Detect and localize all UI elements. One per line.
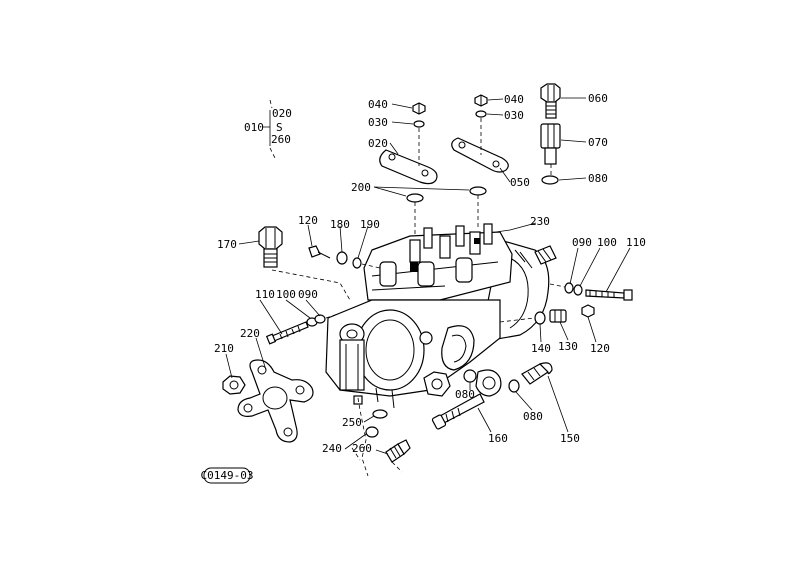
part-plate-220[interactable] xyxy=(237,359,314,443)
part-washer-200-left[interactable] xyxy=(406,193,424,203)
callout-060: 060 xyxy=(588,92,608,105)
range-sep: S xyxy=(276,121,283,134)
callout-210: 210 xyxy=(214,342,234,355)
part-washer-080-top[interactable] xyxy=(541,175,559,185)
injection-pump-body xyxy=(325,223,557,409)
part-washer-080-low[interactable] xyxy=(508,379,520,393)
part-washer-140[interactable] xyxy=(534,311,546,325)
callout-120-top: 120 xyxy=(298,214,318,227)
part-washer-200-right[interactable] xyxy=(469,186,487,196)
callout-100-left: 100 xyxy=(276,288,296,301)
callout-110-left: 110 xyxy=(255,288,275,301)
part-washer-180[interactable] xyxy=(336,251,348,265)
drawing-code: C0149-03 xyxy=(201,469,254,482)
callout-160: 160 xyxy=(488,432,508,445)
callout-140: 140 xyxy=(531,342,551,355)
delivery-valve-holders xyxy=(409,223,493,272)
callout-120-right: 120 xyxy=(590,342,610,355)
part-fitting-240[interactable] xyxy=(385,439,411,463)
callout-130: 130 xyxy=(558,340,578,353)
part-nut-040-right[interactable] xyxy=(474,94,488,107)
callout-260: 260 xyxy=(352,442,372,455)
callout-080-mid: 080 xyxy=(455,388,475,401)
leader-lines xyxy=(225,97,631,455)
callout-250: 250 xyxy=(342,416,362,429)
part-fitting-130[interactable] xyxy=(549,309,567,323)
callout-080-low: 080 xyxy=(523,410,543,423)
part-fitting-070[interactable] xyxy=(540,123,561,165)
callout-110-right: 110 xyxy=(626,236,646,249)
callout-080-top: 080 xyxy=(588,172,608,185)
callout-050: 050 xyxy=(510,176,530,189)
callout-100-right: 100 xyxy=(597,236,617,249)
callout-230: 230 xyxy=(530,215,550,228)
part-washer-100-right[interactable] xyxy=(573,284,583,296)
part-plate-020[interactable] xyxy=(379,128,438,185)
part-banjo-160[interactable] xyxy=(431,369,502,430)
range-to: 260 xyxy=(271,133,291,146)
part-washer-030-left[interactable] xyxy=(413,120,425,128)
part-bolt-150[interactable] xyxy=(521,362,553,385)
part-washer-090-right[interactable] xyxy=(564,282,574,294)
part-washer-260[interactable] xyxy=(365,426,379,438)
part-pin-250[interactable] xyxy=(372,409,388,419)
callout-070: 070 xyxy=(588,136,608,149)
callout-150: 150 xyxy=(560,432,580,445)
range-key: 010 xyxy=(244,121,264,134)
callout-170: 170 xyxy=(217,238,237,251)
callout-220: 220 xyxy=(240,327,260,340)
drawing-code-badge: C0149-03 xyxy=(201,467,254,484)
part-washer-080-mid[interactable] xyxy=(463,369,477,383)
part-nut-040-left[interactable] xyxy=(412,102,426,115)
callout-030-right: 030 xyxy=(504,109,524,122)
part-bolt-060[interactable] xyxy=(540,83,561,119)
callout-040-right: 040 xyxy=(504,93,524,106)
range-from: 020 xyxy=(272,107,292,120)
callout-180: 180 xyxy=(330,218,350,231)
part-bolt-110-left[interactable] xyxy=(265,321,309,345)
part-screw-120-top[interactable] xyxy=(308,245,331,259)
callout-090-right: 090 xyxy=(572,236,592,249)
part-washer-090-left[interactable] xyxy=(314,314,326,324)
callout-240: 240 xyxy=(322,442,342,455)
callout-numbers: 040 030 020 040 030 060 070 050 080 200 … xyxy=(214,92,646,455)
part-screw-120-right[interactable] xyxy=(581,304,595,318)
callout-190: 190 xyxy=(360,218,380,231)
callout-020: 020 xyxy=(368,137,388,150)
part-plate-050[interactable] xyxy=(451,118,509,173)
part-nut-210[interactable] xyxy=(222,375,246,395)
part-bolt-170[interactable] xyxy=(258,226,351,301)
callout-090-left: 090 xyxy=(298,288,318,301)
callout-200: 200 xyxy=(351,181,371,194)
part-washer-030-right[interactable] xyxy=(475,110,487,118)
part-washer-190[interactable] xyxy=(352,257,362,269)
range-label: 010 020 S 260 xyxy=(244,99,292,161)
part-bolt-110-right[interactable] xyxy=(585,289,633,301)
callout-030-left: 030 xyxy=(368,116,388,129)
callout-040-left: 040 xyxy=(368,98,388,111)
